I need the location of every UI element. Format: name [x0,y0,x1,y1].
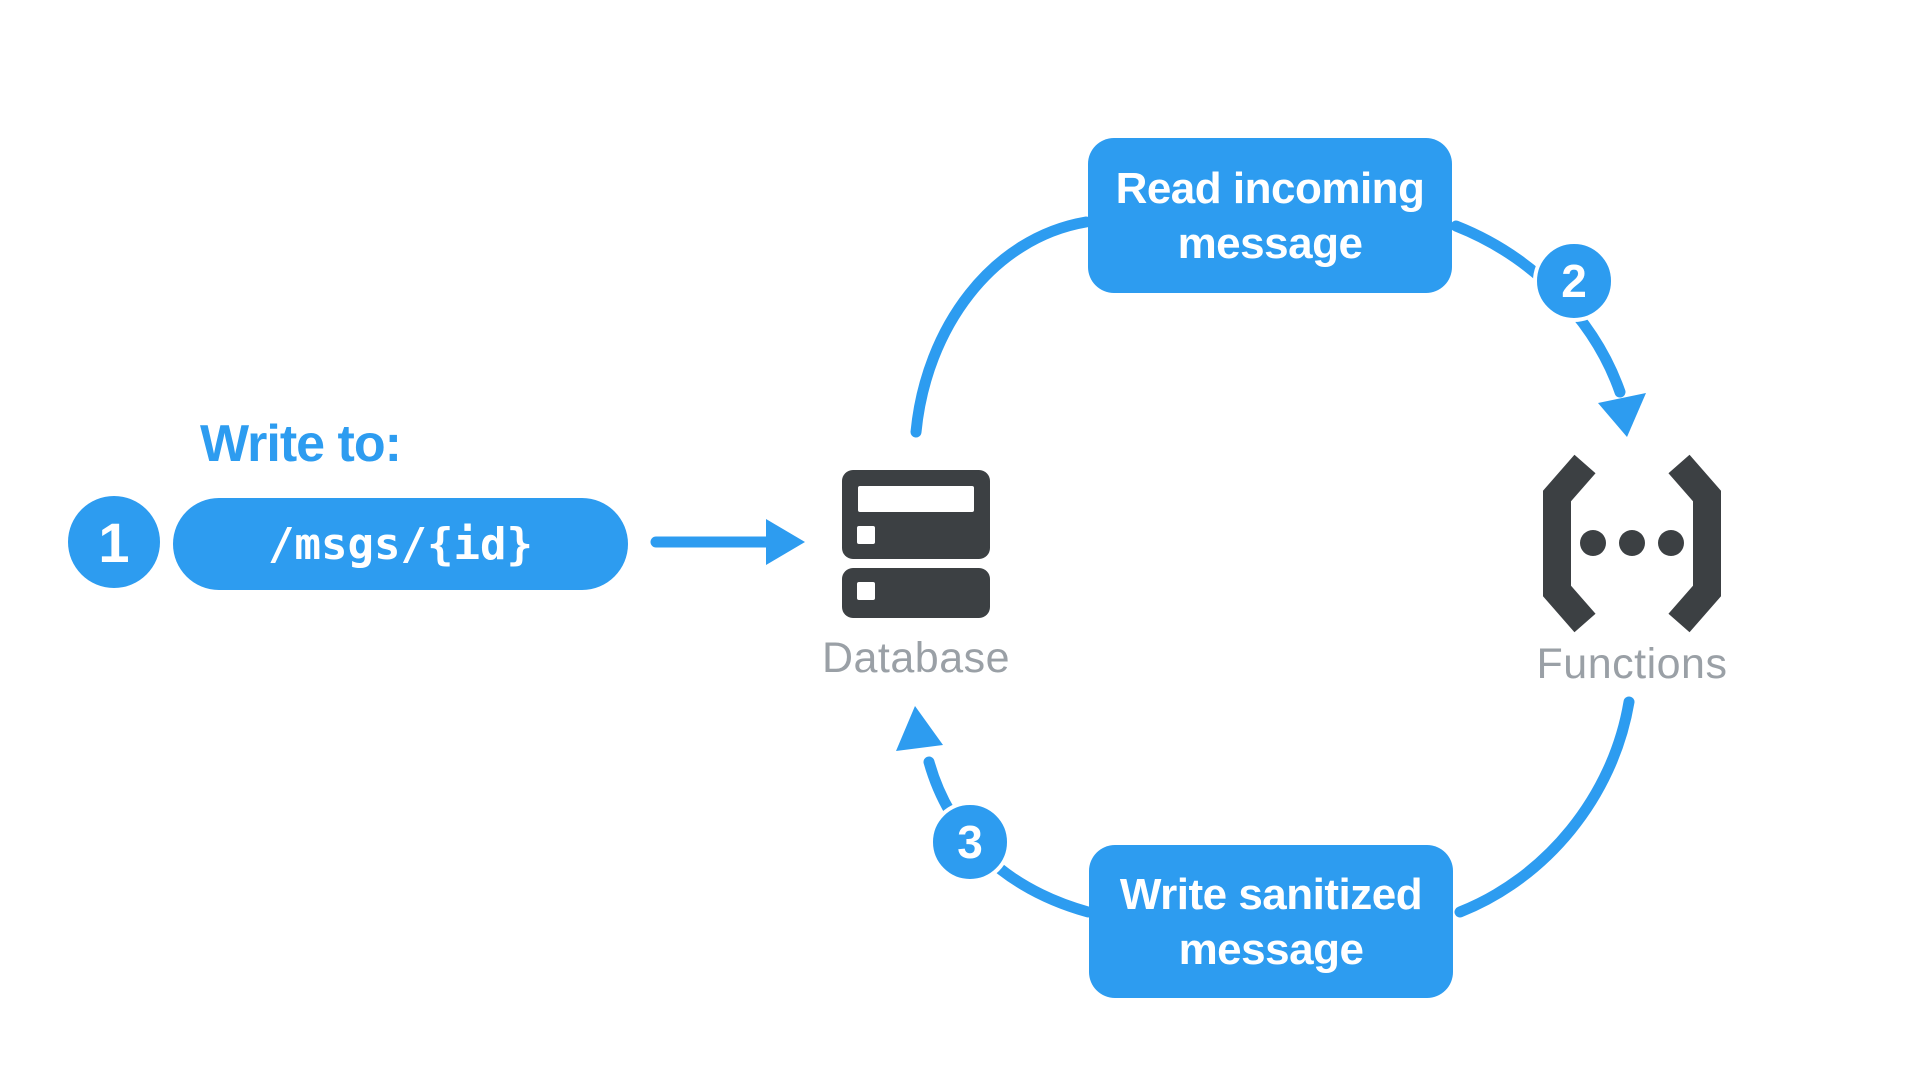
arrow-right-icon [650,519,805,565]
read-incoming-message-box: Read incoming message [1088,138,1452,293]
write-sanitized-message-box: Write sanitized message [1089,845,1453,998]
step-1-badge: 1 [68,496,160,588]
read-box-line-1: Read incoming [1115,163,1425,213]
write-box-line-2: message [1178,924,1364,974]
flow-arcs [910,216,1635,918]
database-icon [842,470,990,618]
database-path-value: /msgs/{id} [268,518,533,570]
arc-functions-to-write-box [1454,696,1635,918]
step-2-badge: 2 [1533,240,1615,322]
database-label: Database [821,634,1011,682]
functions-label: Functions [1536,640,1728,688]
functions-icon [1543,454,1721,633]
write-to-heading: Write to: [200,415,402,473]
arc-database-to-read-box [910,216,1092,438]
arrowhead-into-database-icon [896,706,943,751]
database-path-pill: /msgs/{id} [173,498,628,590]
write-box-line-1: Write sanitized [1119,869,1423,919]
arrowhead-into-functions-icon [1598,393,1646,437]
step-3-badge: 3 [929,801,1011,883]
read-box-line-2: message [1177,218,1363,268]
